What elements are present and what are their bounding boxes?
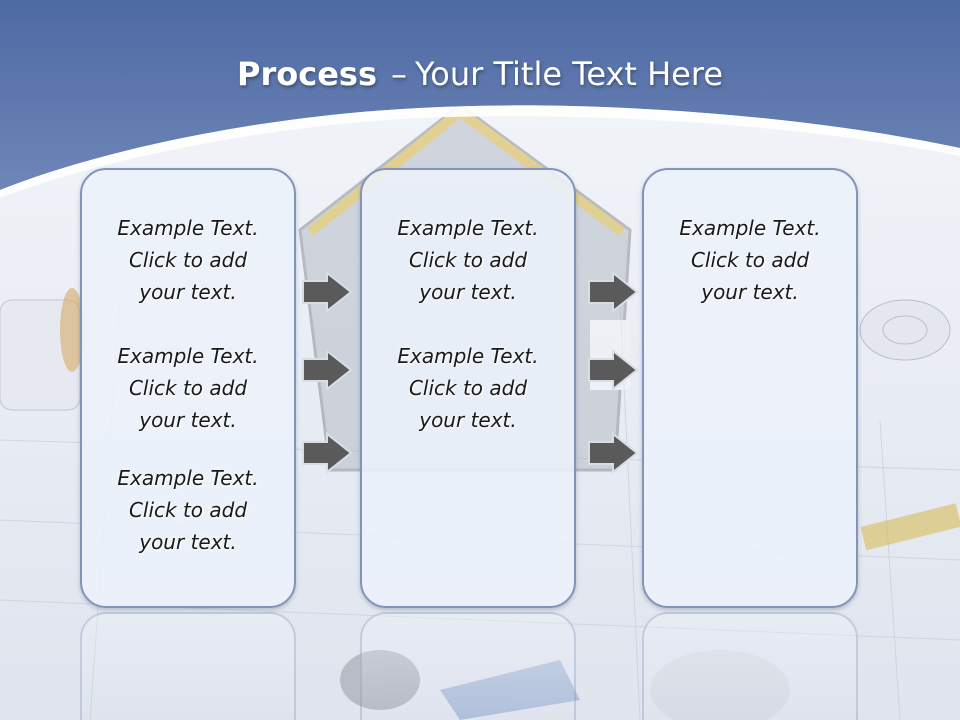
panel-reflection <box>642 612 858 720</box>
text-placeholder[interactable]: Example Text. Click to add your text. <box>362 212 574 308</box>
title-bold-part: Process <box>237 55 377 93</box>
text-placeholder[interactable]: Example Text. Click to add your text. <box>362 340 574 436</box>
process-step-panel-3[interactable]: Example Text. Click to add your text. <box>642 168 858 608</box>
right-arrow-icon[interactable] <box>300 348 354 392</box>
title-text-part: Your Title Text Here <box>414 55 723 93</box>
placeholder-line: Example Text. <box>397 216 539 240</box>
text-placeholder[interactable]: Example Text. Click to add your text. <box>82 462 294 558</box>
right-arrow-icon[interactable] <box>586 431 640 475</box>
placeholder-line: Click to add <box>128 376 248 400</box>
placeholder-line: your text. <box>139 530 237 554</box>
title-separator: – <box>390 55 407 93</box>
placeholder-line: Click to add <box>408 248 528 272</box>
right-arrow-icon[interactable] <box>300 270 354 314</box>
right-arrow-icon[interactable] <box>586 348 640 392</box>
placeholder-line: your text. <box>139 408 237 432</box>
text-placeholder[interactable]: Example Text. Click to add your text. <box>82 212 294 308</box>
placeholder-line: your text. <box>419 280 517 304</box>
placeholder-line: Click to add <box>408 376 528 400</box>
placeholder-line: Click to add <box>128 498 248 522</box>
text-placeholder[interactable]: Example Text. Click to add your text. <box>644 212 856 308</box>
placeholder-line: Click to add <box>128 248 248 272</box>
placeholder-line: Click to add <box>690 248 810 272</box>
right-arrow-icon[interactable] <box>300 431 354 475</box>
placeholder-line: Example Text. <box>679 216 821 240</box>
slide-title[interactable]: Process–Your Title Text Here <box>0 52 960 96</box>
placeholder-line: your text. <box>139 280 237 304</box>
placeholder-line: Example Text. <box>117 344 259 368</box>
process-step-panel-1[interactable]: Example Text. Click to add your text. Ex… <box>80 168 296 608</box>
process-step-panel-2[interactable]: Example Text. Click to add your text. Ex… <box>360 168 576 608</box>
placeholder-line: Example Text. <box>117 216 259 240</box>
placeholder-line: your text. <box>419 408 517 432</box>
text-placeholder[interactable]: Example Text. Click to add your text. <box>82 340 294 436</box>
panel-reflection <box>360 612 576 720</box>
panel-reflection <box>80 612 296 720</box>
placeholder-line: Example Text. <box>397 344 539 368</box>
right-arrow-icon[interactable] <box>586 270 640 314</box>
placeholder-line: Example Text. <box>117 466 259 490</box>
placeholder-line: your text. <box>701 280 799 304</box>
